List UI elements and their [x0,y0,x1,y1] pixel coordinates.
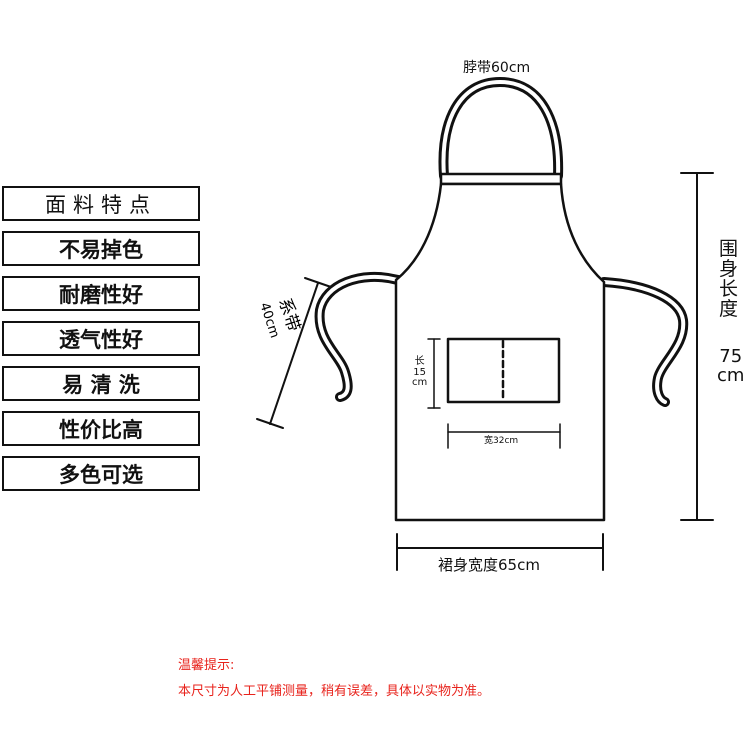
feature-item: 不易掉色 [2,231,200,266]
feature-item-text: 性价比高 [59,417,143,442]
neck-strap-label: 脖带60cm [463,60,531,76]
feature-item: 易 清 洗 [2,366,200,401]
feature-table-header-text: 面料特点 [45,192,157,217]
label-line: 身 [719,257,739,280]
label-line: 长 [414,356,425,367]
label-line: cm [717,364,745,386]
notice-title: 温馨提示: [178,658,235,673]
left-tie-strap-inner [317,274,400,399]
skirt-width-label: 裙身宽度65cm [438,556,540,574]
notice: 温馨提示: 本尺寸为人工平铺测量，稍有误差，具体以实物为准。 [178,653,490,705]
feature-item-text: 透气性好 [59,327,143,352]
feature-item-text: 不易掉色 [59,237,143,262]
feature-item: 耐磨性好 [2,276,200,311]
tie-dimension-line [269,282,319,425]
left-tie-strap [314,271,403,402]
feature-item: 多色可选 [2,456,200,491]
label-line: 75 [719,346,743,367]
pocket-width-label: 宽32cm [484,436,519,446]
feature-item: 透气性好 [2,321,200,356]
neck-band [439,172,563,186]
feature-item: 性价比高 [2,411,200,446]
tie-dimension-tick [304,277,332,288]
notice-text: 本尺寸为人工平铺测量，稍有误差，具体以实物为准。 [178,684,491,699]
label-line: 长 [719,277,739,300]
label-line: cm [412,377,428,388]
label-line: 度 [719,297,739,320]
right-tie-strap-inner [602,280,686,404]
feature-item-text: 多色可选 [59,462,143,487]
neck-strap-inner [441,80,561,178]
tie-dimension-tick [256,418,284,429]
label-line: 15 [413,366,426,378]
length-label: 围身长度 [719,238,739,320]
neck-strap [438,77,564,181]
label-line: 围 [719,238,739,260]
feature-table-header: 面料特点 [2,186,200,221]
feature-item-text: 耐磨性好 [59,282,143,307]
feature-item-text: 易 清 洗 [62,372,140,397]
